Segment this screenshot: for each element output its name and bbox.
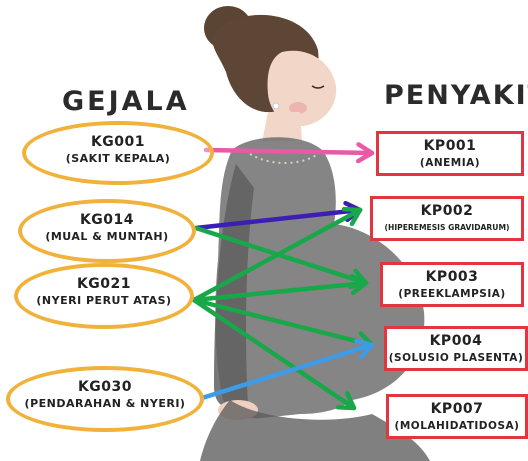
disease-node-kp001: KP001 (ANEMIA) xyxy=(376,131,524,176)
symptom-name: (NYERI PERUT ATAS) xyxy=(18,293,190,309)
relation-line-kg030-kp004 xyxy=(202,345,372,398)
symptom-node-kg030: KG030 (PENDARAHAN & NYERI) xyxy=(6,366,204,432)
symptom-node-kg001: KG001 (SAKIT KEPALA) xyxy=(22,121,214,185)
disease-name: (ANEMIA) xyxy=(379,155,521,171)
disease-code: KP003 xyxy=(383,268,521,286)
symptom-name: (SAKIT KEPALA) xyxy=(26,151,210,167)
disease-node-kp002: KP002 (HIPEREMESIS GRAVIDARUM) xyxy=(370,196,524,241)
arrow-layer xyxy=(194,144,372,408)
symptom-name: (PENDARAHAN & NYERI) xyxy=(10,396,200,412)
symptoms-heading: GEJALA xyxy=(62,86,190,117)
disease-code: KP004 xyxy=(387,332,525,350)
disease-code: KP002 xyxy=(373,202,521,220)
symptom-code: KG014 xyxy=(22,211,192,229)
symptom-name: (MUAL & MUNTAH) xyxy=(22,229,192,245)
relation-line-kg021-kp004 xyxy=(194,300,372,345)
disease-code: KP007 xyxy=(389,400,525,418)
disease-name: (SOLUSIO PLASENTA) xyxy=(387,350,525,366)
relation-line-kg001-kp001 xyxy=(206,150,372,153)
disease-node-kp003: KP003 (PREEKLAMPSIA) xyxy=(380,262,524,307)
relation-line-kg014-kp003 xyxy=(196,228,366,283)
disease-node-kp007: KP007 (MOLAHIDATIDOSA) xyxy=(386,394,528,439)
symptom-node-kg014: KG014 (MUAL & MUNTAH) xyxy=(18,199,196,263)
diseases-heading: PENYAKIT xyxy=(384,80,528,111)
symptom-code: KG001 xyxy=(26,133,210,151)
disease-code: KP001 xyxy=(379,137,521,155)
disease-name: (PREEKLAMPSIA) xyxy=(383,286,521,302)
disease-node-kp004: KP004 (SOLUSIO PLASENTA) xyxy=(384,326,528,371)
symptom-node-kg021: KG021 (NYERI PERUT ATAS) xyxy=(14,263,194,329)
disease-name: (HIPEREMESIS GRAVIDARUM) xyxy=(373,220,521,236)
disease-name: (MOLAHIDATIDOSA) xyxy=(389,418,525,434)
symptom-code: KG030 xyxy=(10,378,200,396)
symptom-code: KG021 xyxy=(18,275,190,293)
